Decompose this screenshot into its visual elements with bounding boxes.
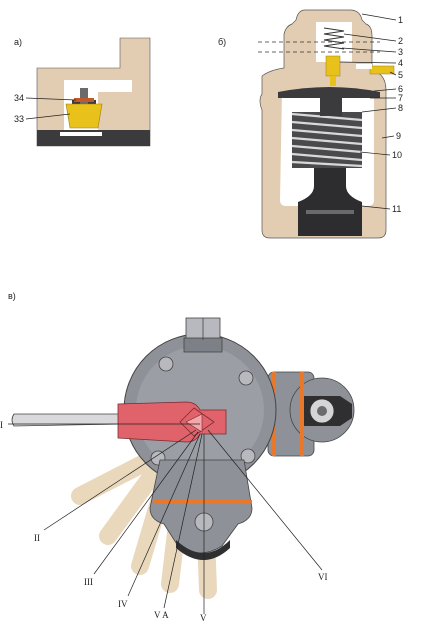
- figure-b-label: б): [218, 37, 226, 47]
- figure-b-fitting-channel: [356, 64, 372, 69]
- figure-b-main-spring: [291, 112, 363, 168]
- callout-9: 9: [396, 131, 401, 141]
- leader-9: [381, 135, 395, 139]
- position-v: V: [200, 613, 207, 622]
- leader-5: [389, 71, 397, 76]
- leader-1: [361, 13, 397, 21]
- leader-vi: [207, 429, 323, 571]
- leader-iv: [127, 433, 201, 597]
- figure-b-fitting-5: [369, 65, 395, 75]
- callout-2: 2: [398, 36, 403, 46]
- callout-10: 10: [392, 150, 402, 160]
- position-iii: III: [84, 577, 93, 587]
- figure-b-left-bore: [252, 36, 272, 56]
- ray-ii: [71, 451, 159, 505]
- position-va: V A: [154, 610, 169, 620]
- lower-valve-body: [149, 459, 253, 560]
- figure-a-channel: [92, 80, 132, 92]
- right-cam-unit: [267, 371, 355, 457]
- housing-bolts: [150, 356, 256, 466]
- position-vi: VI: [318, 572, 328, 582]
- position-ii: II: [34, 533, 40, 543]
- ray-iii: [99, 461, 165, 545]
- callout-8: 8: [398, 103, 403, 113]
- figure-b-stem: [320, 98, 342, 116]
- leader-2: [343, 33, 397, 42]
- figure-b-piston-highlight: [306, 210, 354, 214]
- leader-8: [361, 107, 397, 113]
- figure-a-valve-stem: [80, 88, 88, 104]
- callout-33: 33: [14, 114, 24, 124]
- figure-b-small-spring: [323, 27, 345, 50]
- callout-11: 11: [392, 204, 401, 214]
- leader-6: [373, 88, 397, 92]
- figure-b-piston-11: [298, 168, 362, 236]
- callout-34: 34: [14, 93, 24, 103]
- top-nut: [183, 317, 223, 353]
- position-iv: IV: [118, 599, 128, 609]
- position-leaders: [8, 423, 323, 614]
- leader-3: [341, 47, 397, 53]
- figure-b-diaphragm: [278, 87, 380, 98]
- figure-a-valve-33: [65, 103, 103, 129]
- callout-7: 7: [398, 93, 403, 103]
- figure-a-label: а): [14, 37, 22, 47]
- figure-b-brass-plunger: [325, 55, 341, 77]
- callout-5: 5: [398, 70, 403, 80]
- leader-34: [25, 97, 77, 101]
- figure-b: б) 1 2: [218, 9, 403, 239]
- callout-4: 4: [398, 58, 403, 68]
- position-i: I: [0, 420, 3, 430]
- leader-33: [25, 113, 71, 120]
- figure-b-brass-tip: [330, 76, 336, 86]
- figure-a-valve-34: [74, 98, 94, 102]
- figure-c-label: в): [8, 291, 16, 301]
- callout-6: 6: [398, 84, 403, 94]
- leader-iii: [93, 431, 199, 575]
- figure-c: в): [0, 291, 355, 622]
- leader-11: [361, 205, 391, 210]
- leader-10: [359, 151, 391, 156]
- figure-a-base-gap: [60, 132, 102, 136]
- control-handle: [11, 401, 227, 443]
- callout-3: 3: [398, 47, 403, 57]
- figure-a: а) 34 33: [14, 37, 151, 147]
- callout-1: 1: [398, 15, 403, 25]
- leader-ii: [43, 429, 197, 531]
- leader-va: [163, 433, 203, 609]
- leader-4: [339, 61, 397, 64]
